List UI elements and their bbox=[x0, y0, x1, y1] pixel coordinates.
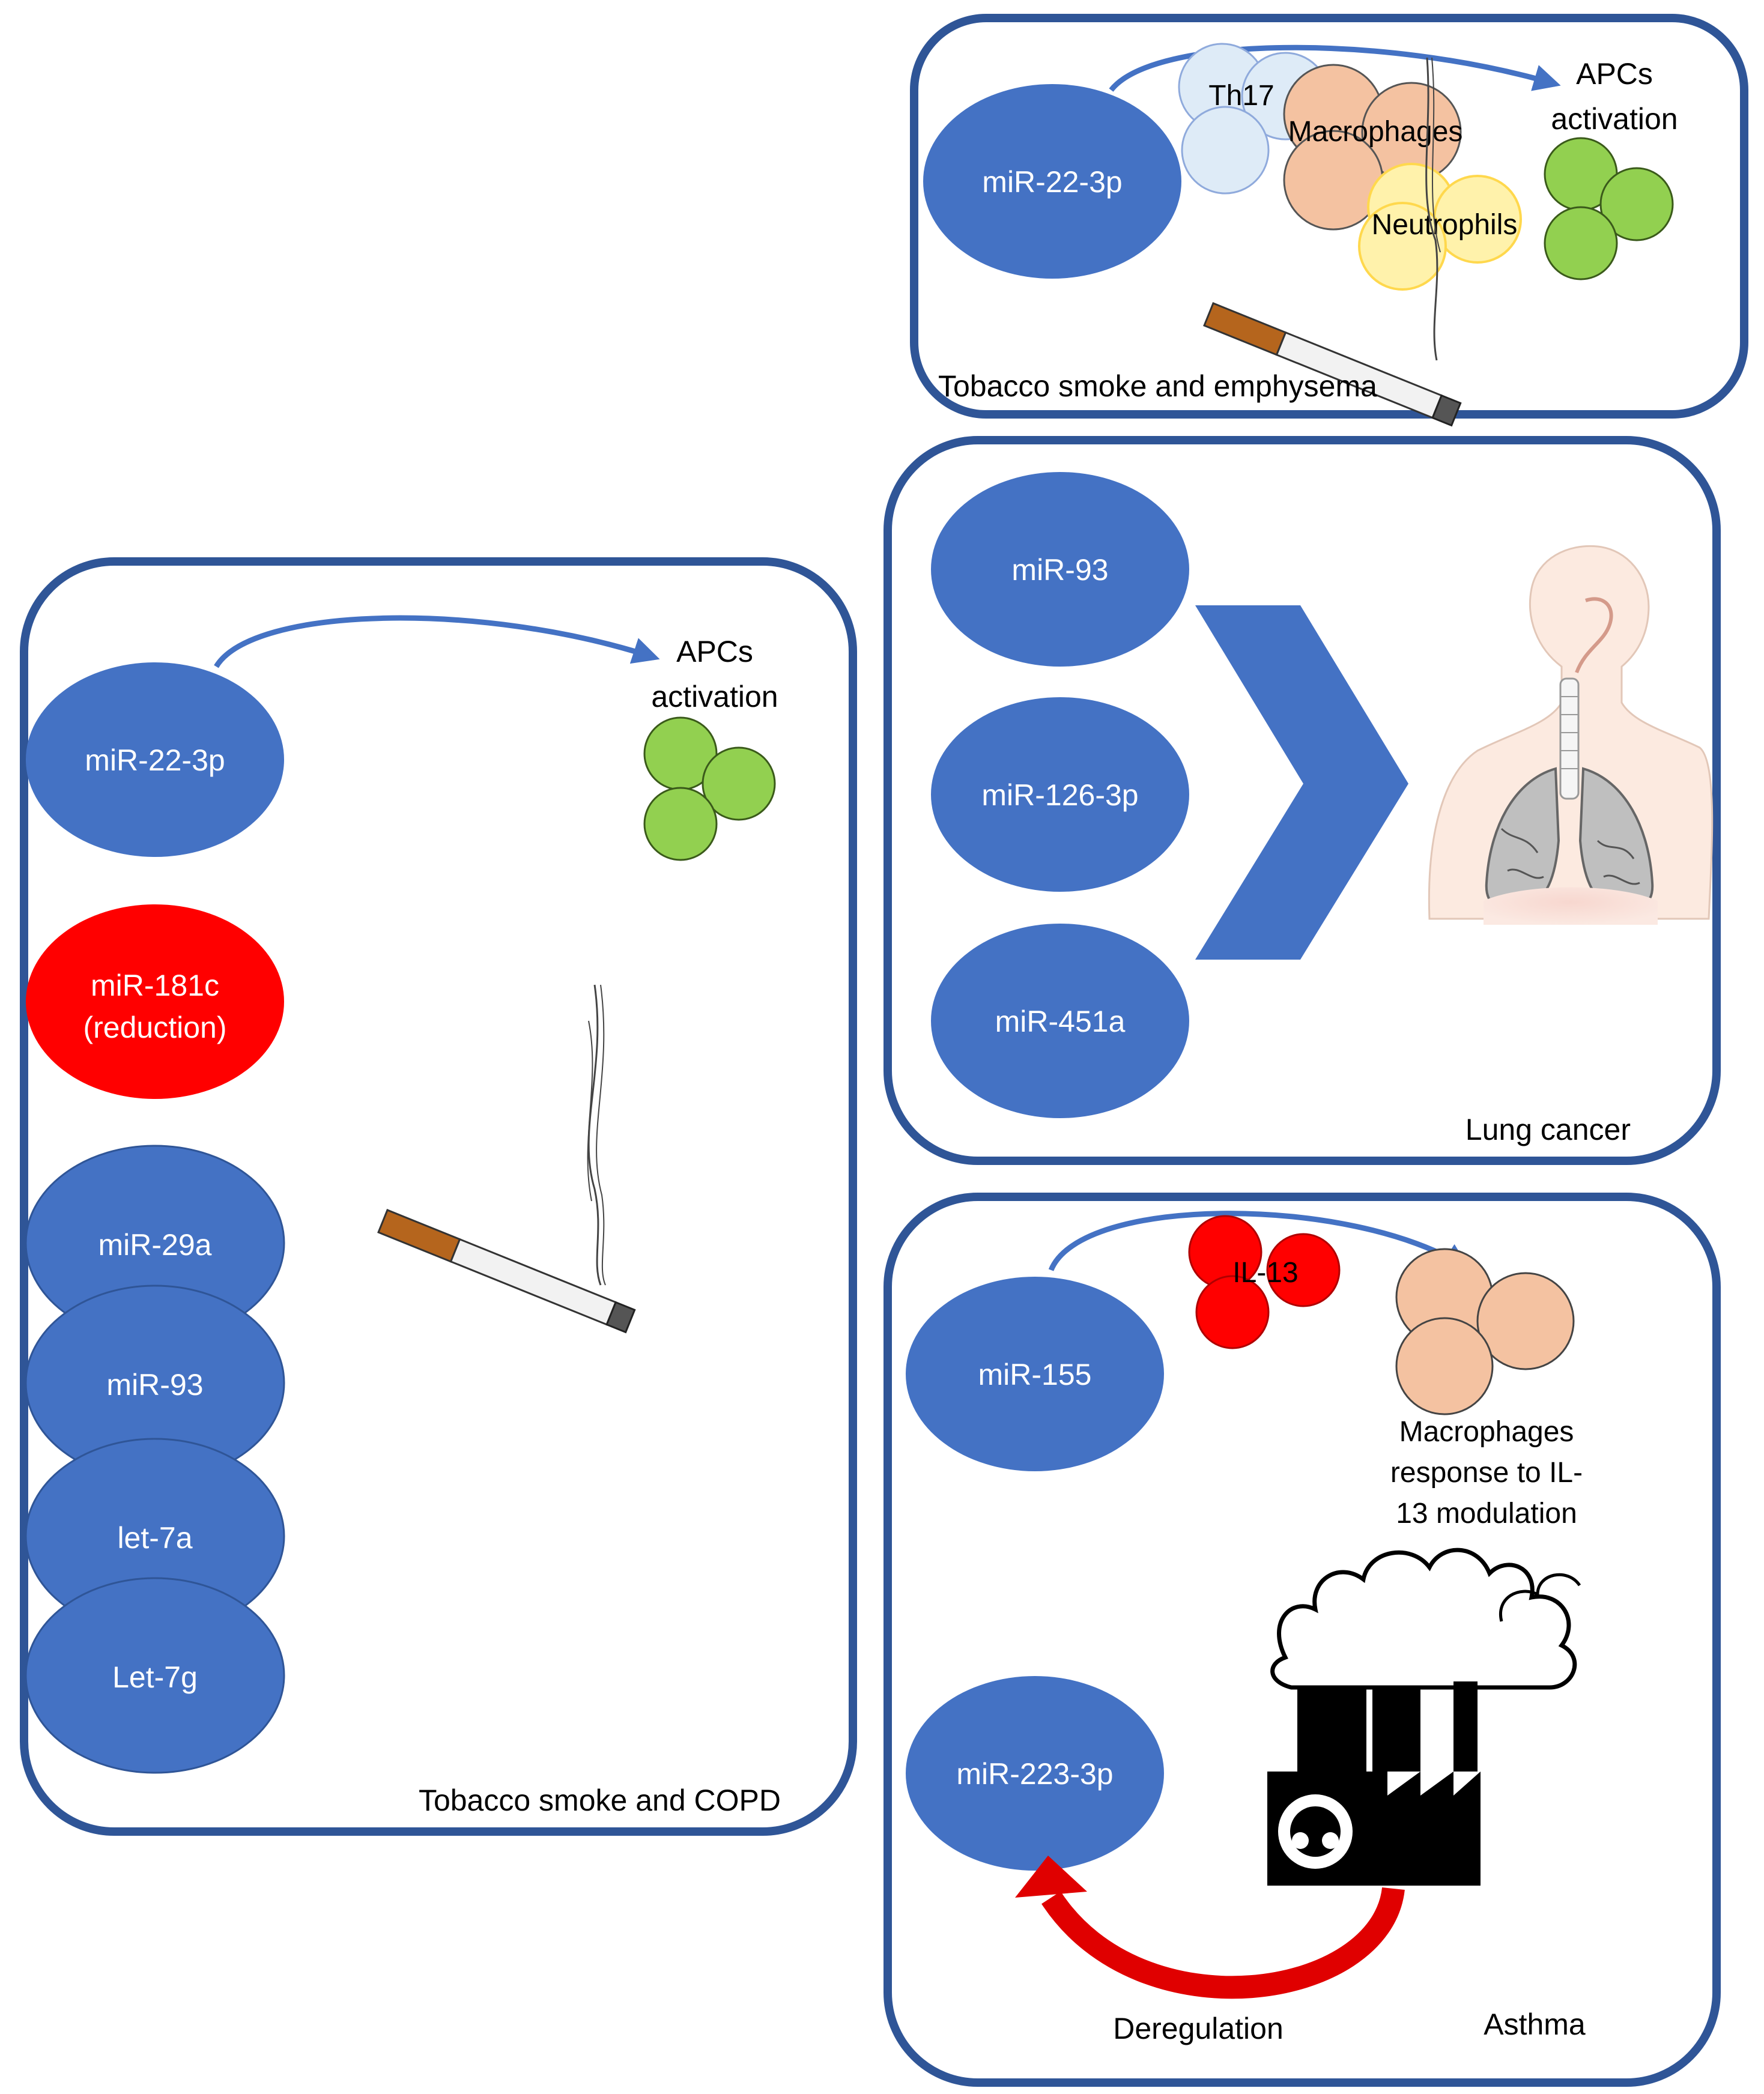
copd-let7a-label: let-7a bbox=[117, 1521, 192, 1555]
panel-asthma: miR-155 IL-13 Macrophages response to IL… bbox=[884, 1193, 1721, 2087]
asthma-mir223-label: miR-223-3p bbox=[956, 1757, 1113, 1791]
copd-mir22-label: miR-22-3p bbox=[85, 743, 225, 777]
emphysema-mir22-ellipse bbox=[923, 84, 1181, 279]
copd-apcs-label: APCs bbox=[676, 635, 753, 668]
copd-mir181c-label: miR-181c bbox=[91, 969, 219, 1002]
asthma-mir223-ellipse bbox=[906, 1676, 1164, 1871]
human-lungs-icon bbox=[1428, 545, 1714, 925]
copd-mir181c-reduction-label: (reduction) bbox=[83, 1011, 227, 1044]
emphysema-apc-cell-cluster bbox=[1544, 137, 1674, 280]
asthma-macrophage-cell-cluster bbox=[1395, 1248, 1575, 1415]
asthma-modulation-label: 13 modulation bbox=[1396, 1498, 1577, 1530]
copd-panel-title: Tobacco smoke and COPD bbox=[419, 1784, 781, 1817]
copd-activation-label: activation bbox=[651, 680, 778, 713]
copd-mir93-label: miR-93 bbox=[106, 1368, 203, 1402]
asthma-mir155-label: miR-155 bbox=[978, 1358, 1092, 1391]
lung-mir126-ellipse bbox=[931, 697, 1189, 892]
asthma-panel-title: Asthma bbox=[1484, 2008, 1586, 2041]
panel-copd: miR-22-3p miR-181c (reduction) miR-29a m… bbox=[20, 557, 857, 1836]
lung-cancer-panel-title: Lung cancer bbox=[1465, 1113, 1631, 1146]
cigarette-icon bbox=[1203, 57, 1462, 427]
lung-mir93-label: miR-93 bbox=[1011, 553, 1108, 587]
copd-mir181c-ellipse bbox=[26, 904, 284, 1099]
copd-mir29a-label: miR-29a bbox=[99, 1228, 212, 1262]
copd-activation-arrow bbox=[214, 615, 660, 668]
asthma-mir155-ellipse bbox=[906, 1277, 1164, 1471]
lung-mir451-ellipse bbox=[931, 924, 1189, 1118]
asthma-macrophages-label: Macrophages bbox=[1399, 1416, 1574, 1448]
panel-lung-cancer: miR-93 miR-126-3p miR-451a bbox=[884, 436, 1721, 1165]
neutrophils-label: Neutrophils bbox=[1372, 209, 1518, 241]
deregulation-arrow bbox=[1041, 1887, 1405, 1999]
lung-mir126-label: miR-126-3p bbox=[981, 778, 1138, 812]
factory-pollution-icon bbox=[1267, 1548, 1581, 1886]
il13-cell-cluster bbox=[1188, 1215, 1341, 1349]
copd-let7g-label: Let-7g bbox=[112, 1660, 198, 1694]
il13-label: IL-13 bbox=[1232, 1257, 1298, 1289]
emphysema-mir22-label: miR-22-3p bbox=[982, 165, 1122, 199]
emphysema-panel-title: Tobacco smoke and emphysema bbox=[938, 369, 1377, 403]
deregulation-arrowhead bbox=[1015, 1856, 1087, 1898]
emphysema-activation-arrow bbox=[1109, 44, 1561, 92]
lung-mir451-label: miR-451a bbox=[995, 1005, 1126, 1038]
copd-apc-cell-cluster bbox=[643, 716, 776, 861]
asthma-modulation-arrow bbox=[1048, 1211, 1470, 1271]
chevron-right-icon bbox=[1195, 605, 1408, 960]
emphysema-activation-label: activation bbox=[1551, 102, 1678, 136]
macrophages-label: Macrophages bbox=[1288, 116, 1463, 148]
panel-emphysema: miR-22-3p Th17 Macrophages Neutrophils A… bbox=[910, 14, 1748, 427]
lung-mir93-ellipse bbox=[931, 472, 1189, 667]
cigarette-icon bbox=[377, 984, 636, 1334]
th17-label: Th17 bbox=[1208, 80, 1274, 112]
copd-let7g-ellipse bbox=[25, 1577, 285, 1774]
deregulation-label: Deregulation bbox=[1113, 2012, 1284, 2045]
asthma-response-label: response to IL- bbox=[1390, 1457, 1583, 1489]
emphysema-apcs-label: APCs bbox=[1576, 57, 1653, 91]
copd-mir22-ellipse bbox=[26, 662, 284, 857]
